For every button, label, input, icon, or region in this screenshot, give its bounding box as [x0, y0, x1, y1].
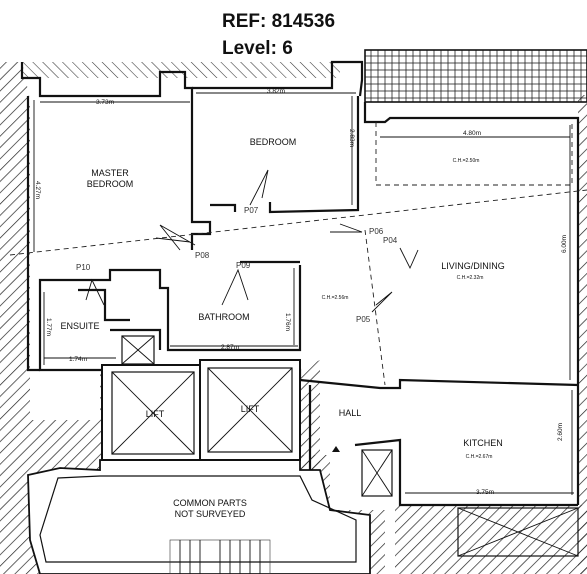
room-label-ensuite: ENSUITE [60, 321, 99, 331]
point-p07: P07 [244, 206, 259, 215]
room-label-bathroom: BATHROOM [198, 312, 249, 322]
dim-kitchen-width: 3.75m [476, 489, 494, 496]
ceiling-height-hall: C.H.=2.56m [322, 295, 349, 301]
entrance-arrow [332, 446, 340, 452]
dim-bedroom-width: 3.82m [267, 88, 285, 95]
dim-bathroom-width: 2.87m [221, 344, 239, 351]
dim-ensuite-height: 1.77m [45, 318, 52, 336]
ceiling-height-living: C.H.=2.32m [457, 275, 484, 281]
room-label-bedroom: BEDROOM [250, 137, 297, 147]
walls [20, 60, 580, 507]
level-label: Level: 6 [222, 38, 293, 59]
dim-terrace-width: 4.80m [463, 130, 481, 137]
point-p09: P09 [236, 261, 251, 270]
dim-bathroom-height: 1.76m [284, 313, 291, 331]
reference-number: REF: 814536 [222, 11, 336, 32]
dim-living-height: 6.00m [561, 235, 568, 253]
dimension-lines [33, 92, 574, 495]
ceiling-height-kitchen: C.H.=2.67m [466, 454, 493, 460]
dim-master-width: 3.73m [96, 99, 114, 106]
room-label-living-dining: LIVING/DINING [441, 261, 505, 271]
common-parts-line1: COMMON PARTS [173, 498, 247, 508]
dim-kitchen-height: 2.60m [557, 423, 564, 441]
terrace-grid [364, 49, 587, 103]
photo-markers [85, 169, 419, 313]
point-p04: P04 [383, 236, 398, 245]
dim-master-height: 4.27m [34, 181, 41, 199]
common-parts-line2: NOT SURVEYED [175, 509, 246, 519]
lift-label-left: LIFT [146, 409, 165, 419]
lift-shafts [101, 335, 579, 557]
dim-bedroom-height: 2.83m [348, 129, 355, 147]
room-label-kitchen: KITCHEN [463, 438, 503, 448]
room-label-hall: HALL [339, 408, 362, 418]
point-p06: P06 [369, 227, 384, 236]
point-p05: P05 [356, 315, 371, 324]
point-p08: P08 [195, 251, 210, 260]
point-p10: P10 [76, 263, 91, 272]
ceiling-height-terrace: C.H.=2.50m [453, 158, 480, 164]
room-label-master-line2: BEDROOM [87, 179, 134, 189]
common-parts-region [27, 459, 371, 574]
dashed-lines [9, 122, 587, 386]
room-label-master-line1: MASTER [91, 168, 129, 178]
dim-ensuite-width: 1.74m [69, 356, 87, 363]
lift-label-right: LIFT [241, 404, 260, 414]
